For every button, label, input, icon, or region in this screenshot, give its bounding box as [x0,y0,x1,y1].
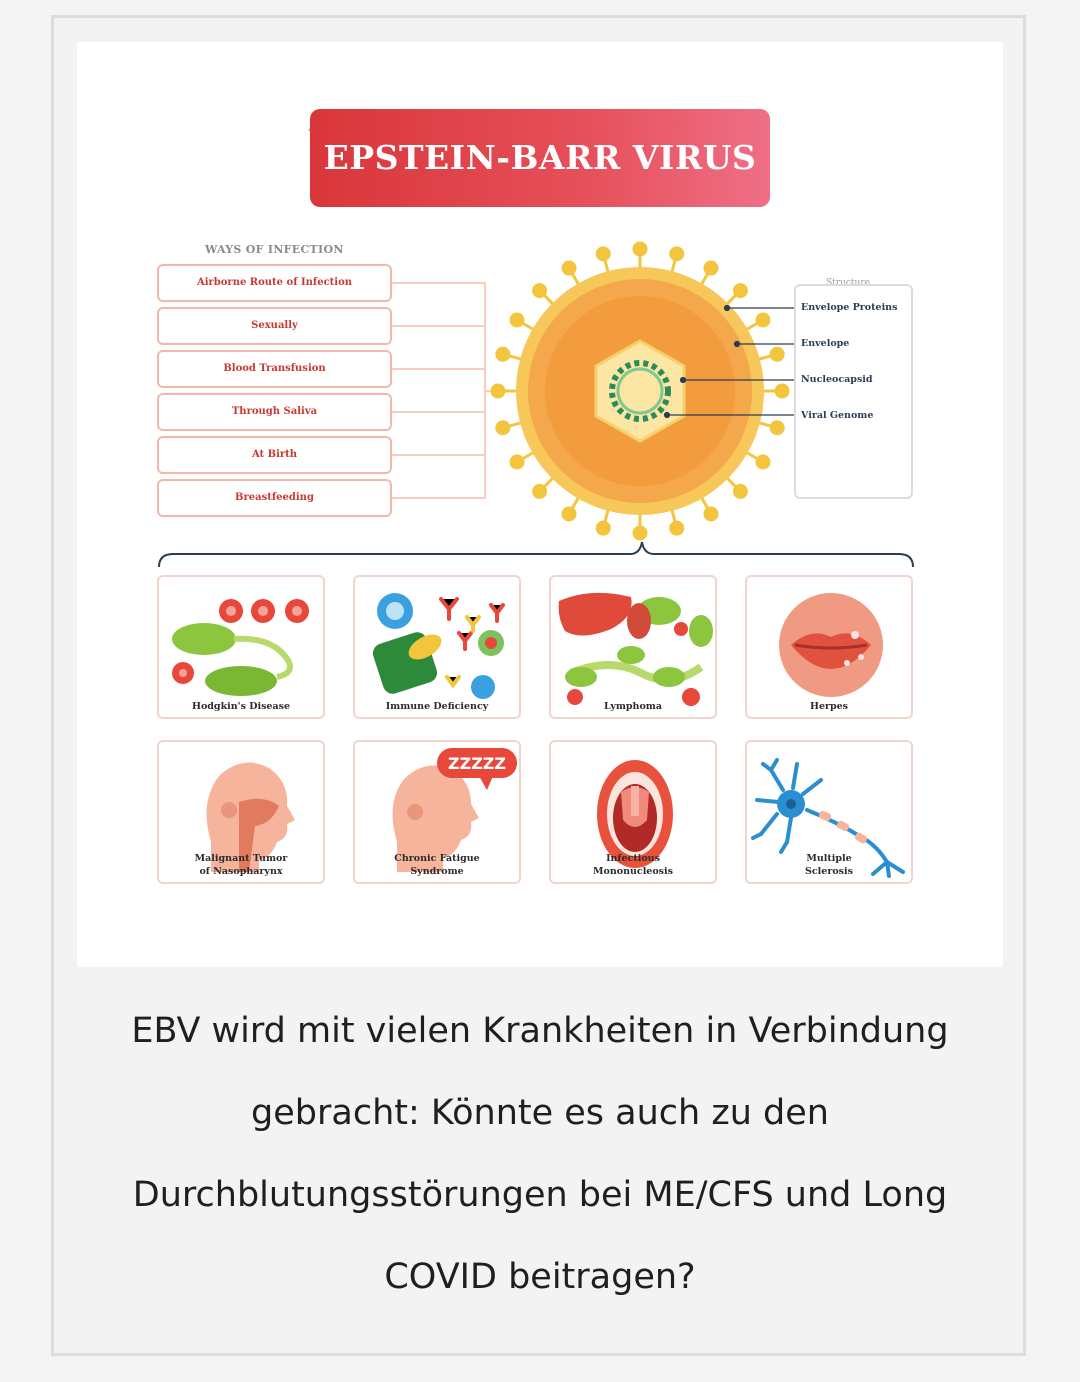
ways-heading: WAYS OF INFECTION [205,243,344,256]
disease-label: Hodgkin's Disease [191,701,291,712]
tile-lymphoma: Lymphoma [549,575,717,719]
virus-spike-head [669,520,685,536]
disease-label: Chronic Fatigue Syndrome [394,853,480,877]
lymph-node-icon [172,599,309,696]
tile-multiple-sclerosis: Multiple Sclerosis [745,740,913,884]
virus-illustration [490,241,790,541]
neuron-icon [751,758,905,878]
disease-label: Herpes [809,701,849,712]
virus-spike-head [732,283,748,299]
virus-spike-head [561,506,577,522]
virus-spike-head [755,454,771,470]
virus-spike-head [509,454,525,470]
structure-envelope-proteins: Envelope Proteins [801,302,898,313]
structure-pointers [663,304,799,419]
virus-spike-head [495,346,511,362]
disease-label: Lymphoma [603,701,662,712]
virus-spike-head [703,260,719,276]
virus-spike-head [632,241,648,257]
virus-spike-head [561,260,577,276]
way-saliva: Through Saliva [157,393,392,431]
infographic-drawing [158,241,914,568]
tile-nasopharynx-tumor: Malignant Tumor of Nasopharynx [157,740,325,884]
virus-spike-head [595,520,611,536]
lips-icon [779,593,883,697]
structure-viral-genome: Viral Genome [801,410,874,421]
way-sexually: Sexually [157,307,392,345]
immune-cells-icon [372,593,505,699]
virus-spike-head [769,346,785,362]
structure-title: Structure [822,278,874,288]
way-breastfeeding: Breastfeeding [157,479,392,517]
tile-herpes: Herpes [745,575,913,719]
tile-hodgkins-disease: Hodgkin's Disease [157,575,325,719]
image-caption: EBV wird mit vielen Krankheiten in Verbi… [131,1011,949,1297]
tile-chronic-fatigue: ZZZZZ Chronic Fatigue Syndrome [353,740,521,884]
virus-spike-head [532,483,548,499]
disease-label: Immune Deficiency [385,701,489,712]
virus-spike-head [532,283,548,299]
virus-spike-head [703,506,719,522]
disease-label: Malignant Tumor of Nasopharynx [194,853,288,877]
sleeping-head-icon: ZZZZZ [392,748,517,872]
head-profile-icon [206,762,295,872]
virus-spike-head [732,483,748,499]
structure-envelope: Envelope [801,338,850,349]
virus-spike-head [755,312,771,328]
disease-label: Infectious Mononucleosis [593,853,673,877]
way-at-birth: At Birth [157,436,392,474]
way-blood-transfusion: Blood Transfusion [157,350,392,388]
tile-immune-deficiency: Immune Deficiency [353,575,521,719]
virus-spike-head [509,312,525,328]
structure-nucleocapsid: Nucleocapsid [801,374,873,385]
virus-spike-head [774,383,790,399]
grouping-brace [158,541,914,568]
virus-spike-head [669,246,685,262]
disease-label: Multiple Sclerosis [805,853,853,877]
lymphoma-organs-icon [558,592,713,706]
structure-box [794,284,913,499]
virus-spike-head [769,420,785,436]
virus-spike-head [595,246,611,262]
virus-spike-head [632,525,648,541]
way-airborne: Airborne Route of Infection [157,264,392,302]
virus-spike-head [495,420,511,436]
tile-mononucleosis: Infectious Mononucleosis [549,740,717,884]
virus-spike-head [490,383,506,399]
ebv-infographic: EPSTEIN-BARR VIRUS WAYS OF INFECTION Air… [77,42,1003,967]
sleep-text: ZZZZZ [448,754,506,773]
open-mouth-icon [597,760,673,868]
infographic-title: EPSTEIN-BARR VIRUS [310,109,770,207]
